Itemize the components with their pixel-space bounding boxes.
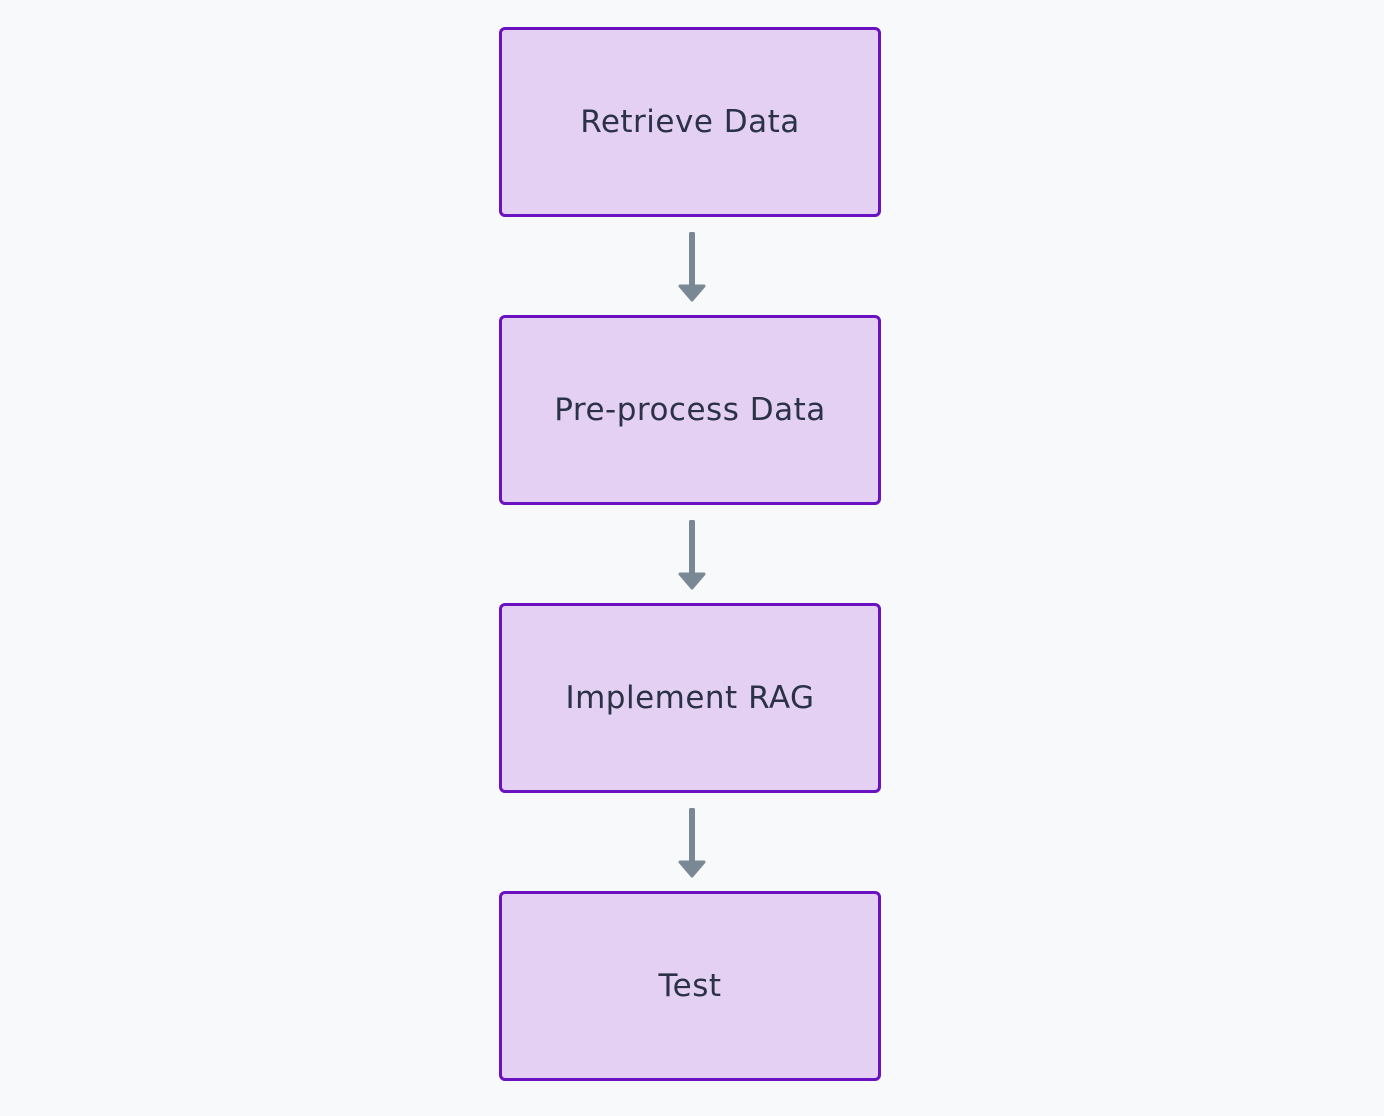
node-label: Retrieve Data (580, 104, 800, 140)
node-label: Test (658, 968, 722, 1004)
arrow-retrieve-to-preprocess (678, 232, 706, 302)
node-implement-rag: Implement RAG (499, 603, 881, 793)
arrow-preprocess-to-implement (678, 520, 706, 590)
node-retrieve-data: Retrieve Data (499, 27, 881, 217)
node-preprocess-data: Pre-process Data (499, 315, 881, 505)
arrow-implement-to-test (678, 808, 706, 878)
node-label: Pre-process Data (554, 392, 826, 428)
node-label: Implement RAG (565, 680, 815, 716)
node-test: Test (499, 891, 881, 1081)
